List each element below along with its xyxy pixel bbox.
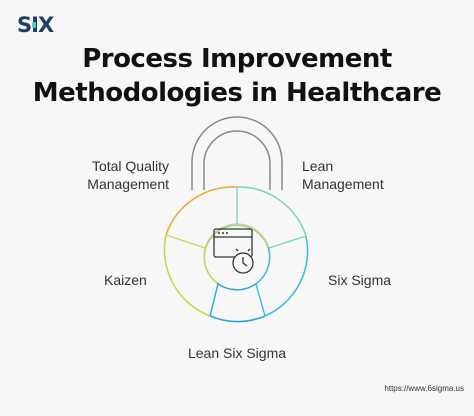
label-lean-six-sigma: Lean Six Sigma [187, 345, 287, 361]
inner-ring-top [205, 224, 269, 248]
title-line-1: Process Improvement [82, 44, 392, 74]
label-six-sigma: Six Sigma [328, 272, 392, 288]
footer-url: https://www.6sigma.us [384, 384, 464, 393]
label-lean-line-2: Management [302, 176, 384, 192]
inner-ring-right [256, 246, 271, 284]
lock-shackle [191, 116, 283, 190]
segment-kaizen-outer [163, 234, 211, 317]
segment-six-sigma-outer [264, 235, 309, 317]
label-lean-management: Lean Management [302, 157, 384, 193]
six-sigma-logo: SIX [17, 13, 54, 37]
inner-ring-bottom [216, 282, 258, 291]
divider-lower-right [255, 283, 266, 317]
label-kaizen: Kaizen [104, 272, 147, 288]
segment-lean-six-sigma-outer [209, 315, 266, 323]
label-lean-line-1: Lean [302, 158, 334, 174]
label-tqm-line-1: Total Quality [91, 158, 169, 174]
label-total-quality-management: Total Quality Management [87, 157, 169, 193]
divider-lower-left [209, 283, 219, 317]
browser-clock-icon [213, 228, 254, 274]
page-title: Process Improvement Methodologies in Hea… [0, 42, 474, 110]
segment-lean-outer [236, 186, 307, 237]
lock-shackle-inner [203, 130, 271, 190]
title-line-2: Methodologies in Healthcare [32, 78, 442, 108]
segment-tqm-outer [165, 186, 238, 236]
divider-upper-left [165, 234, 206, 249]
label-tqm-line-2: Management [87, 176, 169, 192]
divider-upper-right [268, 235, 307, 249]
inner-ring-left [203, 246, 218, 284]
logo-accent [32, 22, 36, 28]
